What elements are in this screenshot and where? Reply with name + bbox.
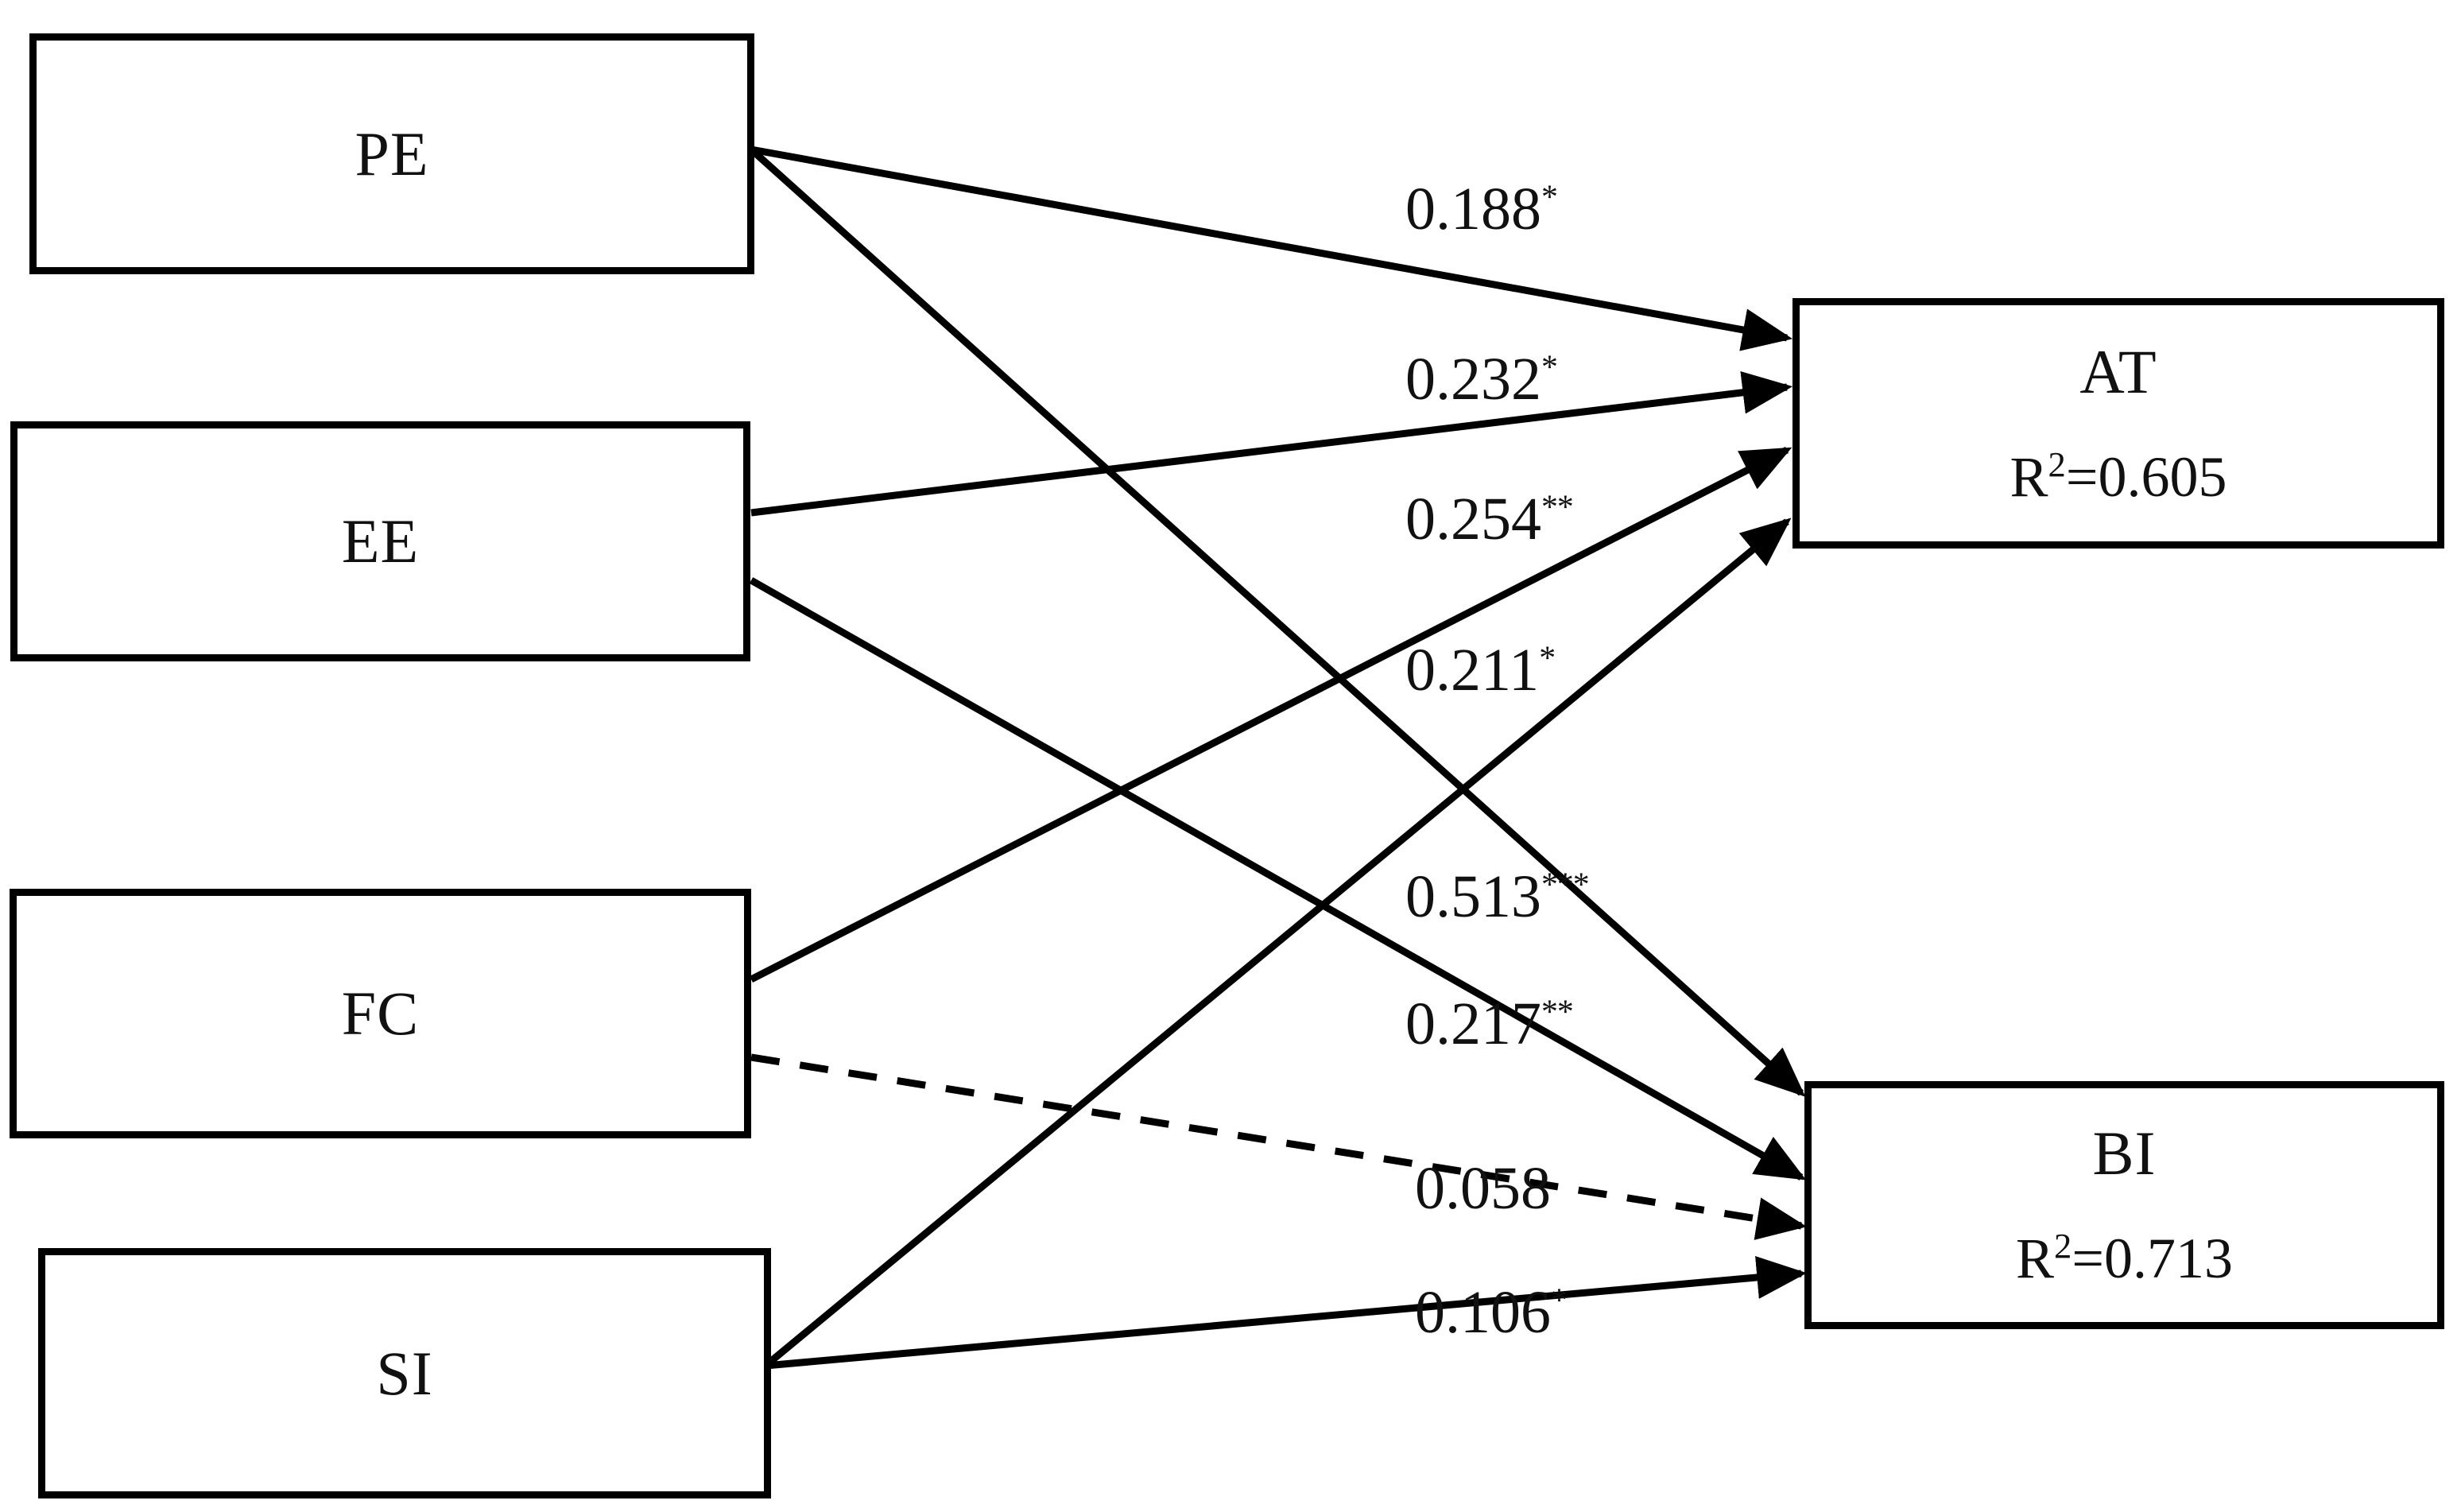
path-significance-si-bi: *: [1551, 1282, 1568, 1320]
node-fc[interactable]: FC: [10, 889, 751, 1138]
node-bi-r2: R2=0.713: [2016, 1226, 2233, 1291]
path-label-fc-bi: 0.058: [1415, 1154, 1551, 1223]
node-at-r2-value: =0.605: [2065, 444, 2227, 509]
node-at-r2-prefix: R: [2009, 444, 2048, 509]
path-coefficient-fc-at: 0.211: [1405, 637, 1540, 704]
path-label-ee-bi: 0.217**: [1405, 990, 1574, 1059]
node-at-r2-exponent: 2: [2048, 444, 2066, 484]
path-coefficient-si-bi: 0.106: [1415, 1279, 1551, 1346]
node-si-label: SI: [376, 1338, 433, 1408]
node-at-label: AT: [2079, 336, 2157, 406]
path-arrow-ee-bi: [749, 577, 1807, 1181]
path-coefficient-pe-at: 0.188: [1405, 176, 1541, 242]
node-bi[interactable]: BI R2=0.713: [1804, 1081, 2444, 1329]
path-label-pe-at: 0.188*: [1405, 175, 1558, 244]
path-significance-fc-at: *: [1539, 640, 1556, 677]
path-arrow-pe-at: [750, 145, 1793, 351]
node-pe-label: PE: [355, 118, 429, 188]
path-arrow-ee-at: [750, 370, 1793, 517]
path-arrow-fc-at: [749, 446, 1792, 983]
path-coefficient-ee-bi: 0.217: [1405, 991, 1541, 1057]
path-label-si-at: 0.513***: [1405, 863, 1590, 932]
path-label-pe-bi: 0.254**: [1405, 485, 1574, 554]
path-arrow-si-bi: [765, 1256, 1808, 1370]
path-coefficient-si-at: 0.513: [1405, 863, 1541, 930]
path-label-fc-at: 0.211*: [1405, 636, 1556, 705]
path-significance-pe-at: *: [1541, 179, 1558, 216]
path-arrow-si-at: [763, 518, 1792, 1369]
node-bi-label: BI: [2092, 1118, 2157, 1188]
node-bi-r2-exponent: 2: [2054, 1226, 2072, 1266]
node-at-r2: R2=0.605: [2009, 444, 2227, 509]
path-coefficient-fc-bi: 0.058: [1415, 1155, 1551, 1222]
node-at[interactable]: AT R2=0.605: [1792, 298, 2444, 549]
path-label-si-bi: 0.106*: [1415, 1278, 1568, 1347]
node-ee[interactable]: EE: [10, 421, 750, 661]
path-significance-ee-bi: **: [1541, 994, 1574, 1031]
node-ee-label: EE: [341, 506, 420, 576]
path-label-ee-at: 0.232*: [1405, 345, 1558, 414]
path-significance-ee-at: *: [1541, 349, 1558, 386]
path-significance-si-at: ***: [1541, 866, 1590, 904]
node-fc-label: FC: [341, 979, 420, 1049]
path-significance-pe-bi: **: [1541, 489, 1574, 526]
path-coefficient-ee-at: 0.232: [1405, 346, 1541, 413]
node-pe[interactable]: PE: [29, 33, 754, 274]
node-bi-r2-value: =0.713: [2072, 1227, 2233, 1291]
path-arrow-pe-bi: [748, 146, 1806, 1097]
path-coefficient-pe-bi: 0.254: [1405, 486, 1541, 552]
node-si[interactable]: SI: [38, 1248, 771, 1498]
node-bi-r2-prefix: R: [2016, 1227, 2055, 1291]
path-arrow-fc-bi: [750, 1053, 1808, 1240]
